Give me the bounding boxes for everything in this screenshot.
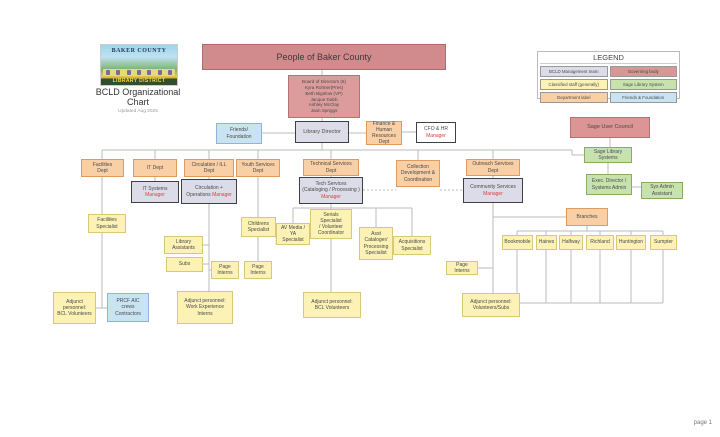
node-it-dept: IT Dept — [133, 159, 177, 177]
manager-label: Manager — [483, 190, 503, 197]
node-adjunct-volunteers-subs: Adjunct personnel: Volunteers/Subs — [462, 293, 520, 317]
node-prcf-aic-crews-contractors: PRCF AIC crews Contractors — [107, 293, 149, 322]
manager-label: Manager — [212, 191, 232, 198]
node-label: Tech Services (Cataloging / Processing ) — [302, 181, 360, 194]
node-label: IT Systems — [142, 185, 168, 192]
node-label: Circulation + Operations — [186, 185, 223, 198]
legend-item-management: BCLD Management team — [540, 66, 608, 77]
node-adjunct-bcl-volunteers-tech: Adjunct personnel: BCL Volunteers — [303, 292, 361, 318]
node-asst-cataloger-processing-specialist: Asst Cataloger/ Processing Specialist — [359, 227, 393, 260]
node-branch-richland: Richland — [586, 235, 614, 250]
node-library-director: Library Director — [295, 121, 349, 143]
manager-label: Manager — [145, 192, 165, 198]
node-serials-specialist-volunteer-coordinator: Serials Specialist / Volunteer Coordinat… — [310, 209, 352, 239]
node-community-services-manager: Community Services Manager — [463, 178, 523, 203]
legend-title: LEGEND — [540, 53, 677, 64]
node-av-media-ya-specialist: AV Media / YA Specialist — [276, 223, 310, 245]
node-label: Community Services — [470, 184, 516, 191]
manager-label: Manager — [321, 193, 341, 200]
node-branch-halfway: Halfway — [559, 235, 583, 250]
manager-label: Manager — [426, 132, 446, 139]
node-label: CFO & HR — [424, 126, 448, 133]
node-tech-services-manager: Tech Services (Cataloging / Processing )… — [299, 177, 363, 204]
chart-updated-date: Updated Aug 2025 — [118, 109, 158, 114]
node-people-of-baker-county: People of Baker County — [202, 44, 446, 70]
library-district-logo: BAKER COUNTY LIBRARY DISTRICT — [100, 44, 178, 86]
node-facilities-dept: Facilities Dept — [81, 159, 124, 177]
legend-item-friends: Friends & Foundation — [609, 92, 677, 103]
node-board-of-directors: Board of Directors (5) Kyra Rohner(Pres)… — [288, 75, 360, 118]
node-youth-services-dept: Youth Services Dept — [236, 159, 280, 177]
node-circulation-ill-dept: Circulation / ILL Dept — [184, 159, 234, 177]
legend-grid: BCLD Management team Governing body Clas… — [540, 66, 677, 103]
node-exec-director-systems-admin: Exec. Director / Systems Admin — [586, 174, 632, 195]
node-finance-hr-dept: Finance & Human Resources Dept — [366, 121, 402, 145]
node-adjunct-work-experience-interns: Adjunct personnel: Work Experience Inter… — [177, 291, 233, 324]
node-collection-development: Collection Development & Coordination — [396, 160, 440, 187]
page-number: page 1 — [693, 420, 712, 426]
node-sage-library-systems: Sage Library Systems — [584, 147, 632, 163]
legend-item-governing: Governing body — [609, 66, 677, 77]
node-facilities-specialist: Facilities Specialist — [88, 214, 126, 233]
logo-icons-band — [103, 69, 175, 76]
chart-title: BCLD Organizational Chart — [95, 87, 181, 108]
node-page-interns-circulation: Page Interns — [211, 261, 239, 279]
node-technical-services-dept: Technical Services Dept — [303, 159, 359, 176]
node-subs: Subs — [166, 257, 203, 272]
node-it-systems-manager: IT Systems Manager — [131, 181, 179, 203]
node-branch-sumpter: Sumpter — [650, 235, 677, 250]
node-library-assistants: Library Assistants — [164, 236, 203, 254]
node-acquisitions-specialist: Acquisitions Specialist — [393, 236, 431, 255]
node-cfo-hr-manager: CFO & HR Manager — [416, 122, 456, 143]
logo-text-top: BAKER COUNTY — [111, 48, 167, 54]
logo-text-bottom: LIBRARY DISTRICT — [112, 78, 166, 84]
node-branch-haines: Haines — [536, 235, 557, 250]
node-page-interns-outreach: Page Interns — [446, 261, 478, 275]
node-sage-user-council: Sage User Council — [570, 117, 650, 138]
node-branch-bookmobile: Bookmobile — [502, 235, 533, 250]
node-sys-admin-assistant: Sys Admin Assistant — [641, 182, 683, 199]
node-outreach-services-dept: Outreach Services Dept — [466, 159, 520, 176]
legend-item-sage: Sage Library System — [609, 79, 677, 90]
node-branches: Branches — [566, 208, 608, 226]
node-childrens-specialist: Childrens Specialist — [241, 217, 276, 237]
node-circulation-operations-manager: Circulation + Operations Manager — [181, 179, 237, 204]
node-friends-foundation: Friends/ Foundation — [216, 123, 262, 144]
legend-item-classified: Classified staff (generally) — [540, 79, 608, 90]
node-adjunct-bcl-volunteers-facilities: Adjunct personnel: BCL Volunteers — [53, 292, 96, 324]
legend: LEGEND BCLD Management team Governing bo… — [537, 51, 680, 103]
node-page-interns-youth: Page Interns — [244, 261, 272, 279]
node-branch-huntington: Huntington — [616, 235, 646, 250]
legend-item-department: Department label — [540, 92, 608, 103]
